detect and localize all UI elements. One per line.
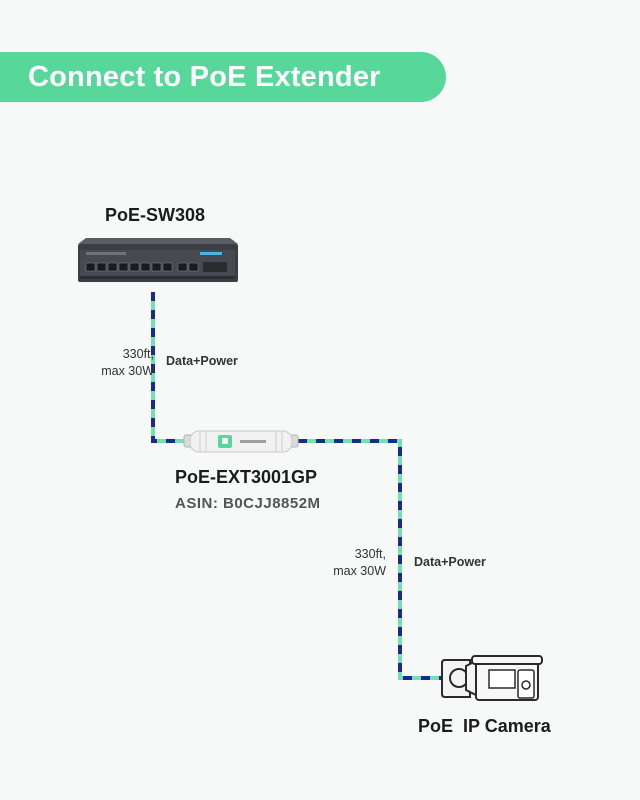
link1-distance: 330ft, max 30W	[84, 346, 154, 380]
link1-tag: Data+Power	[166, 354, 238, 368]
link2-tag: Data+Power	[414, 555, 486, 569]
link2-distance-line2: max 30W	[320, 563, 386, 580]
camera-name: PoE IP Camera	[418, 716, 551, 737]
link2-distance-line1: 330ft,	[320, 546, 386, 563]
extender-asin: ASIN: B0CJJ8852M	[175, 495, 321, 512]
link2-distance: 330ft, max 30W	[320, 546, 386, 580]
link1-distance-line2: max 30W	[84, 363, 154, 380]
extender-name: PoE-EXT3001GP	[175, 467, 317, 488]
poe-extender-icon	[184, 431, 298, 452]
ip-camera-icon	[442, 656, 542, 700]
link1-distance-line1: 330ft,	[84, 346, 154, 363]
poe-switch-icon	[78, 238, 238, 282]
